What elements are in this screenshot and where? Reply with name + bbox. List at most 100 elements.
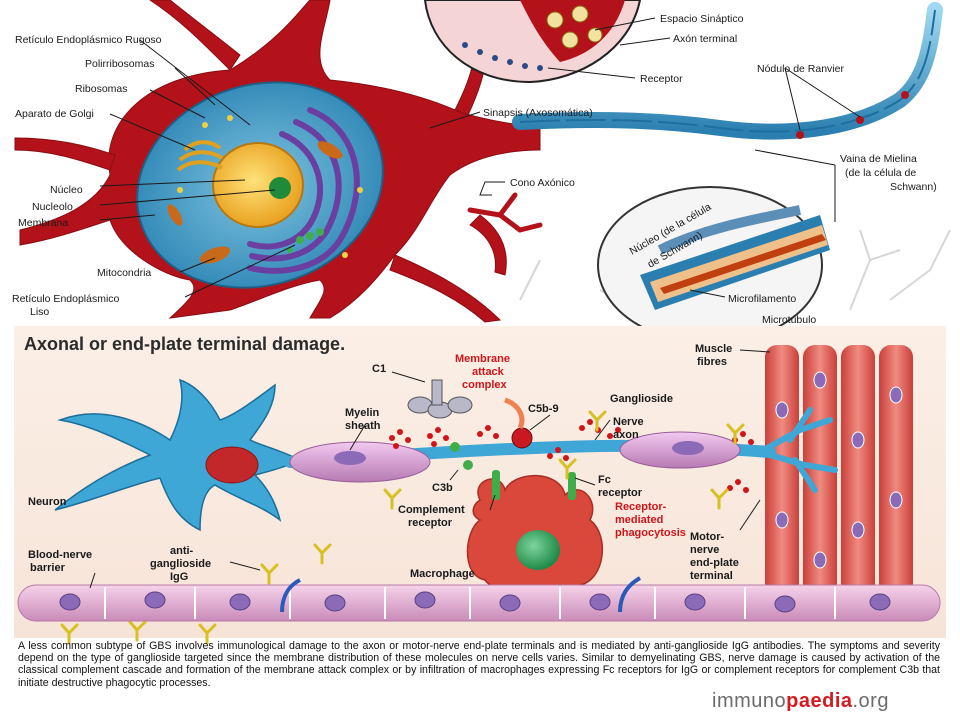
brand-part-2: paedia [786,690,853,712]
neuron-nucleus [205,446,259,484]
label-mnept-1: Motor- [690,531,725,543]
label-cono: Cono Axónico [510,177,575,189]
label-mitocondria: Mitocondria [97,267,151,279]
label-myelin-2: sheath [345,420,381,432]
neuron-blue [54,378,302,532]
label-ig-2: ganglioside [150,558,211,570]
muscle-fibres [765,345,913,595]
brand-part-3: .org [852,690,889,712]
golgi [176,140,224,172]
label-ganglioside: Ganglioside [610,393,673,405]
label-ribosomas: Ribosomas [75,83,128,95]
schwann-nucleus-right [672,441,704,455]
c1-complex [407,379,473,419]
label-nucleo: Núcleo [50,184,83,196]
bottom-leader-lines [89,349,771,589]
label-muscle-2: fibres [697,356,727,368]
label-rer: Retículo Endoplásmico Rugoso [15,34,162,46]
label-muscle-1: Muscle [695,343,732,355]
label-mnept-2: nerve [690,544,719,556]
label-polirribosomas: Polirribosomas [85,58,154,70]
label-microfilamento: Microfilamento [728,293,796,305]
vesicles [546,5,603,49]
label-c1: C1 [372,363,386,375]
label-nerve-2: axon [613,429,639,441]
top-panel: Retículo Endoplásmico Rugoso Polirriboso… [0,0,960,344]
brand-logo: immunopaedia.org [712,690,889,713]
label-mnept-4: terminal [690,570,733,582]
label-nerve-1: Nerve [613,416,644,428]
c3b-molecules [450,442,473,470]
label-rel-1: Retículo Endoplásmico [12,293,120,305]
label-nucleolo: Nucleolo [32,201,73,213]
ranvier-nodes [796,91,909,139]
label-myelin-1: Myelin [345,407,380,419]
synapse-inset [423,0,642,84]
label-vaina-2: (de la célula de [845,167,916,179]
axon-top [512,2,943,140]
label-c5b9: C5b-9 [528,403,559,415]
dendrite-branch [467,192,543,233]
label-golgi: Aparato de Golgi [15,108,94,120]
label-vaina-1: Vaina de Mielina [840,153,917,165]
schwann-nucleus-left [334,451,366,465]
label-sinapsis: Sinapsis (Axosomática) [483,107,593,119]
label-rmp-3: phagocytosis [615,527,686,539]
label-c3b: C3b [432,482,453,494]
complement-receptor-stalk [492,470,500,500]
caption-line-2: by anti-ganglioside IgG antibodies. The … [18,640,940,665]
label-mac-1: Membrane [455,353,510,365]
label-cr-2: receptor [408,517,453,529]
label-mnept-3: end-plate [690,557,739,569]
label-espacio: Espacio Sináptico [660,13,744,25]
bottom-labels: Muscle fibres C1 Membrane attack complex… [28,343,739,583]
macrophage [466,470,604,597]
top-labels: Retículo Endoplásmico Rugoso Polirriboso… [12,13,937,326]
label-ig-1: anti- [170,545,194,557]
label-rmp-1: Receptor- [615,501,667,513]
label-mac-2: attack [472,366,505,378]
label-membrana: Membrana [18,217,68,229]
label-mac-3: complex [462,379,508,391]
label-macrophage: Macrophage [410,568,475,580]
end-plate-terminal [757,407,838,493]
caption-line-4: of the classical complement cascade and … [18,652,940,677]
label-bnb-1: Blood-nerve [28,549,92,561]
caption: A less common subtype of GBS involves im… [18,640,940,689]
smooth-er [287,228,324,253]
brand-part-1: immuno [712,690,787,712]
label-bnb-2: barrier [30,562,66,574]
blood-nerve-barrier [17,576,941,622]
label-fc-2: receptor [598,487,643,499]
label-microtubulo: Microtúbulo [762,314,816,326]
label-neuron: Neuron [28,496,67,508]
bottom-panel: Axonal or end-plate terminal damage. [14,326,946,645]
fc-receptor-stalk [568,472,576,500]
caption-line-3: distribution of these molecules on nerve… [327,652,910,665]
mac-complex [504,397,533,449]
myelin-inset [597,186,830,344]
caption-line-1: A less common subtype of GBS involves im… [18,640,635,652]
label-cr-1: Complement [398,504,465,516]
label-rel-2: Liso [30,306,49,318]
caption-line-5: Fc receptors for IgG or complement recep… [18,664,940,689]
receptors-small [462,42,543,71]
label-ranvier: Nódulo de Ranvier [757,63,844,75]
nucleus [212,142,304,228]
igg-antibodies [60,410,745,645]
label-rmp-2: mediated [615,514,663,526]
ribosomes [177,115,363,258]
label-fc-1: Fc [598,474,611,486]
bottom-title: Axonal or end-plate terminal damage. [24,334,345,354]
label-receptor: Receptor [640,73,683,85]
crossing-arrow-right [618,576,642,613]
label-ig-3: IgG [170,571,188,583]
nucleolus [269,177,291,199]
ganglioside-clusters [389,419,754,493]
label-vaina-3: Schwann) [890,181,937,193]
top-leader-lines [99,17,861,298]
label-axon-terminal: Axón terminal [673,33,737,45]
crossing-arrow-left [280,578,301,613]
mitochondria [167,141,343,264]
